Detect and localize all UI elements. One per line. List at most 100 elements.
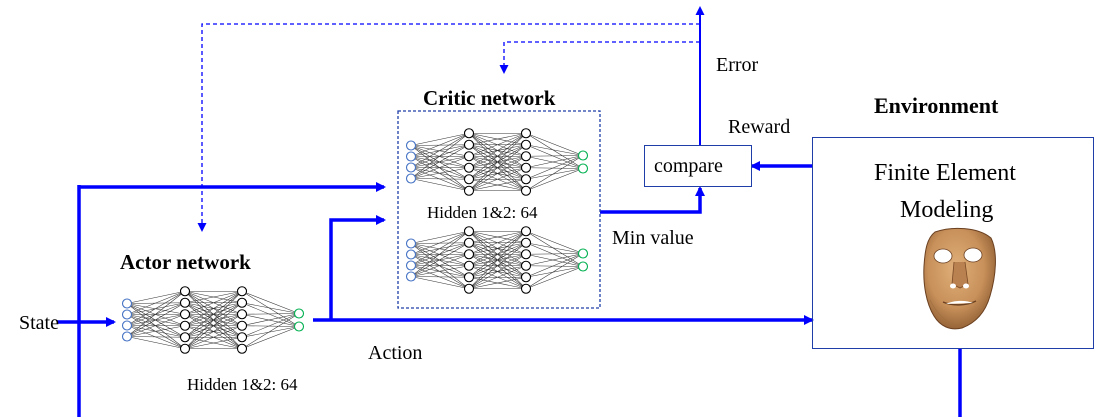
face-mask-mesh-icon: [923, 227, 996, 330]
hidden-neuron: [236, 309, 248, 320]
hidden-neuron: [179, 297, 191, 308]
network-edge: [241, 313, 300, 327]
network-edge: [525, 253, 584, 267]
network-edge: [241, 313, 300, 327]
hidden-neuron: [236, 332, 248, 343]
hidden-neuron: [520, 237, 532, 248]
hidden-neuron: [463, 249, 475, 260]
network-edge: [126, 291, 186, 326]
network-edge: [468, 167, 527, 192]
hidden-neuron: [520, 128, 532, 139]
hidden-neuron: [463, 151, 475, 162]
network-edge: [126, 290, 186, 304]
hidden-neuron: [179, 320, 191, 331]
hidden-neuron: [520, 151, 532, 162]
network-edge: [126, 291, 186, 337]
network-edge: [126, 290, 186, 315]
input-neuron: [405, 238, 417, 249]
action-to-critic-arrow: [329, 215, 386, 320]
critic-network-title: Critic network: [423, 86, 556, 110]
network-edge: [468, 231, 527, 278]
input-neuron: [121, 320, 133, 331]
network-edge: [410, 276, 470, 290]
network-edge: [410, 133, 470, 168]
network-edge: [525, 230, 584, 254]
network-edge: [468, 132, 527, 157]
network-edge: [410, 231, 470, 277]
network-edge: [468, 231, 527, 266]
network-edge: [241, 291, 300, 327]
input-neuron: [405, 151, 417, 162]
hidden-neuron: [520, 272, 532, 283]
output-neuron: [577, 163, 589, 174]
network-edge: [410, 231, 470, 266]
input-neuron: [405, 271, 417, 282]
hidden-neuron: [236, 286, 248, 297]
hidden-neuron: [463, 185, 475, 196]
hidden-neuron: [520, 260, 532, 271]
connectors: [57, 6, 962, 417]
compare-box: [644, 145, 752, 187]
network-edge: [126, 302, 186, 337]
network-edge: [525, 266, 584, 278]
hidden-neuron: [179, 309, 191, 320]
network-edge: [410, 230, 470, 255]
hidden-neuron: [520, 139, 532, 150]
hidden-neuron: [463, 174, 475, 185]
network-edge: [468, 144, 527, 191]
hidden-neuron: [520, 174, 532, 185]
network-edge: [410, 167, 470, 179]
network-edge: [184, 302, 243, 349]
input-neuron: [121, 309, 133, 320]
environment-title: Environment: [874, 93, 999, 118]
network-edge: [525, 168, 584, 192]
network-edge: [525, 155, 584, 157]
network-edge: [184, 314, 243, 349]
fem-label-line1: Finite Element: [874, 160, 1016, 186]
network-edge: [184, 290, 243, 304]
network-edge: [525, 265, 584, 267]
network-edge: [525, 155, 584, 191]
hidden-neuron: [179, 332, 191, 343]
network-edge: [410, 178, 470, 180]
network-edge: [410, 133, 470, 179]
network-edge: [468, 156, 527, 191]
input-neuron: [405, 140, 417, 151]
network-edge: [126, 313, 186, 337]
network-edge: [468, 254, 527, 289]
network-edge: [468, 230, 527, 255]
hidden-neuron: [463, 226, 475, 237]
network-edge: [525, 155, 584, 180]
network-edge: [241, 326, 300, 350]
network-edge: [468, 276, 527, 290]
network-edge: [410, 253, 470, 277]
network-edge: [241, 302, 300, 314]
hidden-neuron: [520, 249, 532, 260]
hidden-neuron: [179, 286, 191, 297]
error-label: Error: [716, 54, 759, 76]
hidden-neuron: [520, 226, 532, 237]
hidden-neuron: [463, 162, 475, 173]
hidden-neuron: [520, 162, 532, 173]
input-neuron: [121, 331, 133, 342]
network-edge: [126, 336, 186, 350]
network-edge: [468, 230, 527, 244]
network-edge: [184, 291, 243, 326]
network-edge: [525, 253, 584, 289]
network-edge: [525, 155, 584, 169]
critic-network-graph-2: [405, 226, 589, 294]
network-edge: [184, 290, 243, 315]
network-edge: [468, 132, 527, 146]
min-value-label: Min value: [612, 227, 694, 249]
actor-feedback-dashed: [197, 23, 700, 232]
critic-hidden-label: Hidden 1&2: 64: [426, 203, 539, 222]
network-edge: [126, 325, 186, 337]
network-edge: [468, 133, 527, 168]
network-edge: [468, 133, 527, 180]
network-edge: [410, 144, 470, 179]
network-edge: [525, 155, 584, 169]
hidden-neuron: [463, 237, 475, 248]
reward-label: Reward: [728, 116, 791, 138]
network-edge: [468, 265, 527, 290]
input-neuron: [405, 249, 417, 260]
